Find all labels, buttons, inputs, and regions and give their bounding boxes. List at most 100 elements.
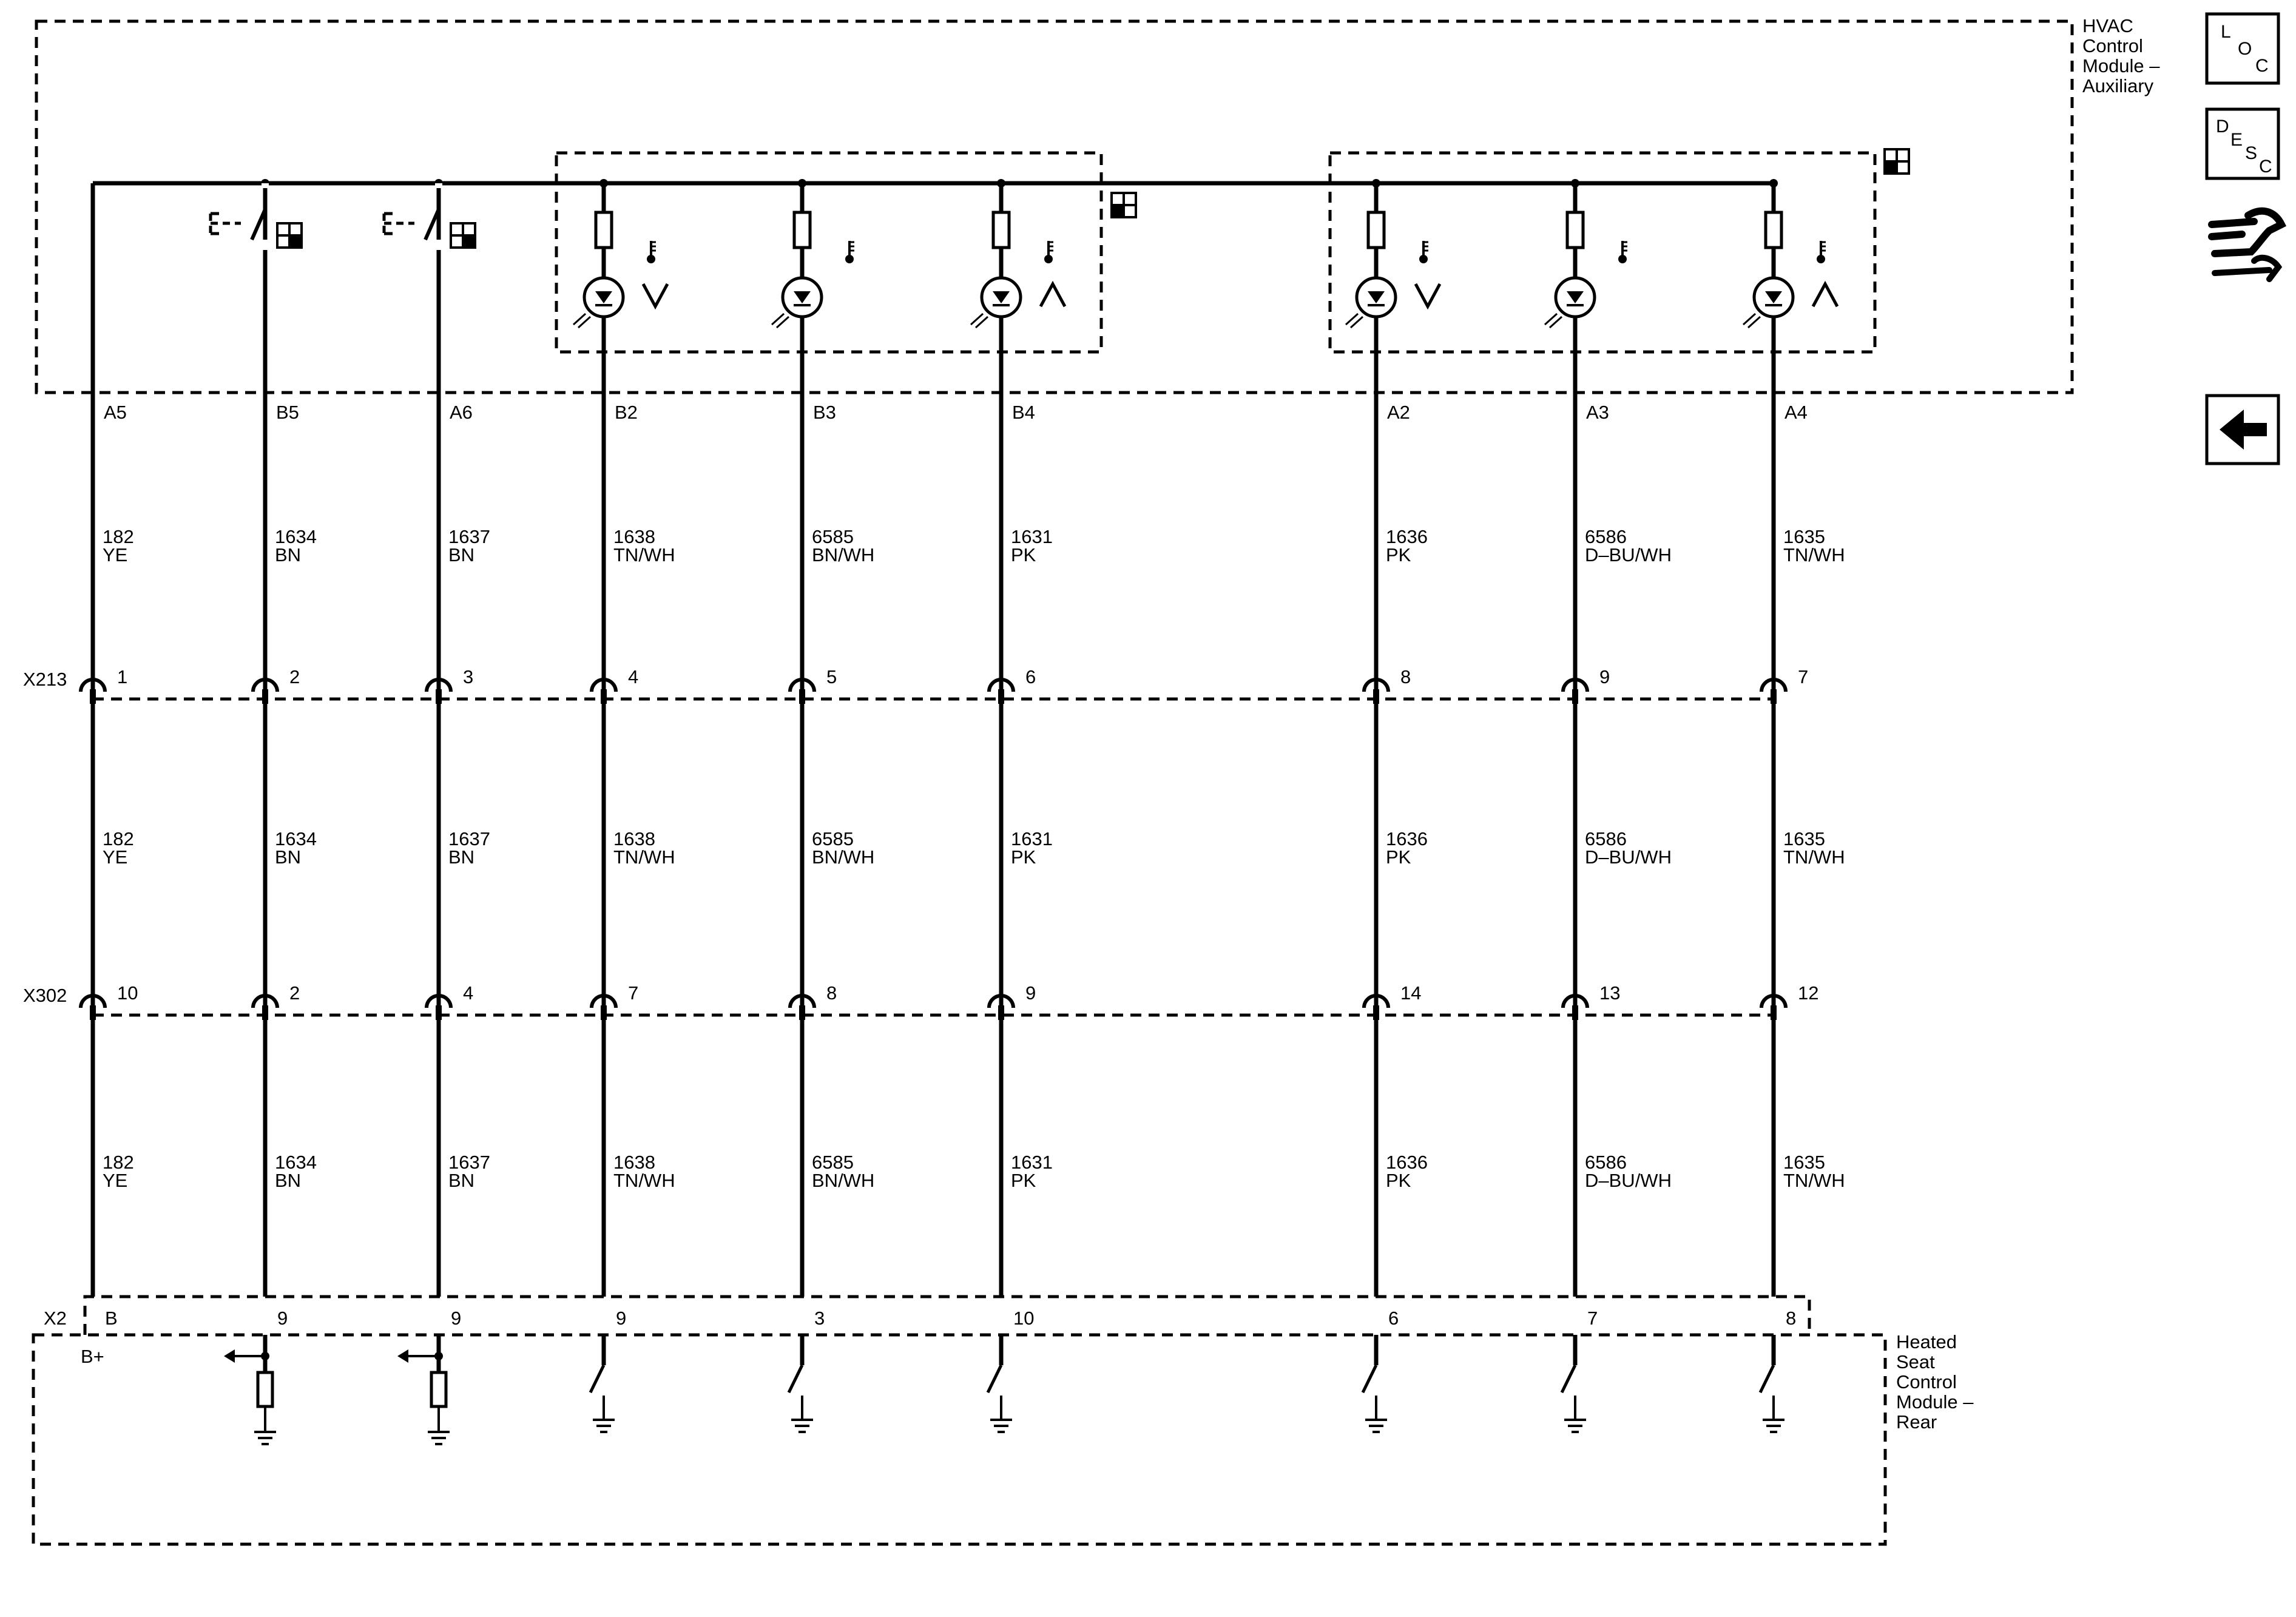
x213-pin: 8: [1400, 666, 1411, 687]
temp-up-icon: [1039, 280, 1067, 308]
circuit-number: 1635: [1783, 1152, 1825, 1173]
x302-pin: 13: [1599, 982, 1620, 1004]
sense-arrow-icon: [397, 1349, 408, 1363]
location-button[interactable]: L O C: [2205, 12, 2280, 85]
wire-color: BN/WH: [812, 846, 874, 868]
sidebar: L O C D E S C: [2205, 12, 2287, 465]
x2-pin: 8: [1786, 1308, 1796, 1329]
pin-label: A4: [1784, 402, 1808, 423]
temp-up-icon: [1811, 280, 1839, 308]
x302-pin: 2: [289, 982, 300, 1004]
thermometer-bulb: [845, 255, 854, 263]
location-letter-c: C: [2255, 56, 2269, 76]
circuit-number: 1638: [613, 1152, 655, 1173]
description-letter-c: C: [2259, 157, 2272, 177]
x213-pin: 4: [628, 666, 638, 687]
b-plus-label: B+: [81, 1346, 104, 1367]
circuit-number: 1634: [275, 526, 317, 547]
x302-pin: 8: [826, 982, 837, 1004]
circuit-number: 1631: [1011, 1152, 1053, 1173]
x2-pin: 7: [1587, 1308, 1598, 1329]
circuit-number: 1634: [275, 828, 317, 849]
connector-pin-body: [1771, 689, 1777, 704]
x213-connector-label: X213: [23, 669, 67, 690]
wire-color: D–BU/WH: [1585, 846, 1672, 868]
connector-pin-icon: [1362, 994, 1390, 1008]
seat-module-label-5: Rear: [1896, 1411, 1937, 1433]
pin-label: B2: [615, 402, 638, 423]
x213-pin: 1: [117, 666, 127, 687]
description-button[interactable]: D E S C: [2205, 107, 2280, 180]
circuit-number: 6585: [812, 1152, 854, 1173]
wire-color: BN/WH: [812, 544, 874, 565]
module-symbol-icon: [1883, 148, 1910, 175]
connector-pin-icon: [425, 678, 453, 692]
x2-pin: 9: [616, 1308, 626, 1329]
connector-pin-icon: [79, 678, 107, 692]
led-ray: [775, 316, 790, 329]
x2-pin: 6: [1388, 1308, 1399, 1329]
circuit-number: 1637: [448, 526, 490, 547]
low-side-switch: [589, 1364, 606, 1394]
resistor-icon: [430, 1371, 448, 1408]
led-diode: [1765, 291, 1782, 303]
connector-repair-icon[interactable]: [2208, 207, 2287, 282]
led-group-left-outline: [555, 151, 1103, 354]
connector-pin-icon: [987, 678, 1015, 692]
x2-pin: 9: [277, 1308, 288, 1329]
circuit-number: 6586: [1585, 526, 1627, 547]
connector-pin-body: [262, 689, 268, 704]
seat-module-label-3: Control: [1896, 1371, 1957, 1393]
x302-pin: 7: [628, 982, 638, 1004]
circuit-number: 1638: [613, 526, 655, 547]
thermometer-bulb: [1817, 255, 1825, 263]
back-arrow-icon: [2220, 410, 2267, 450]
connector-pin-body: [601, 1005, 607, 1020]
splice-dot: [1571, 179, 1579, 187]
connector-pin-body: [1373, 689, 1379, 704]
connector-pin-icon: [1760, 994, 1788, 1008]
wire-color: D–BU/WH: [1585, 1170, 1672, 1191]
connector-pin-body: [799, 689, 805, 704]
circuit-number: 182: [103, 1152, 134, 1173]
pin-label: B4: [1012, 402, 1035, 423]
x302-pin: 9: [1025, 982, 1036, 1004]
resistor-icon: [256, 1371, 274, 1408]
circuit-number: 1634: [275, 1152, 317, 1173]
pin-label: A6: [450, 402, 473, 423]
wire-color: BN/WH: [812, 1170, 874, 1191]
circuit-number: 6585: [812, 828, 854, 849]
connector-pin-body: [799, 1005, 805, 1020]
switch-actuator: [382, 214, 414, 234]
x2-pin: 10: [1013, 1308, 1034, 1329]
seat-module-label-2: Seat: [1896, 1351, 1935, 1372]
circuit-number: 1635: [1783, 828, 1825, 849]
hvac-module-outline: [35, 19, 2074, 394]
description-letter-e: E: [2230, 130, 2243, 150]
wire-color: PK: [1386, 544, 1411, 565]
splice-dot: [1769, 179, 1778, 187]
led-ray: [577, 316, 592, 329]
connector-pin-icon: [788, 994, 816, 1008]
circuit-number: 1631: [1011, 828, 1053, 849]
connector-pin-body: [601, 689, 607, 704]
hvac-module-label-2: Control: [2082, 35, 2143, 56]
connector-pin-body: [436, 689, 442, 704]
wire-color: PK: [1011, 544, 1036, 565]
back-button[interactable]: [2205, 394, 2280, 465]
led-diode: [993, 291, 1010, 303]
module-symbol-fill: [463, 235, 475, 248]
connector-pin-body: [262, 1005, 268, 1020]
wire-color: TN/WH: [613, 544, 675, 565]
circuit-number: 1637: [448, 1152, 490, 1173]
led-diode: [1368, 291, 1385, 303]
wire-color: YE: [103, 1170, 127, 1191]
x2-pin: B: [105, 1308, 118, 1329]
switch-actuator: [209, 214, 241, 234]
x302-connector-label: X302: [23, 985, 67, 1006]
